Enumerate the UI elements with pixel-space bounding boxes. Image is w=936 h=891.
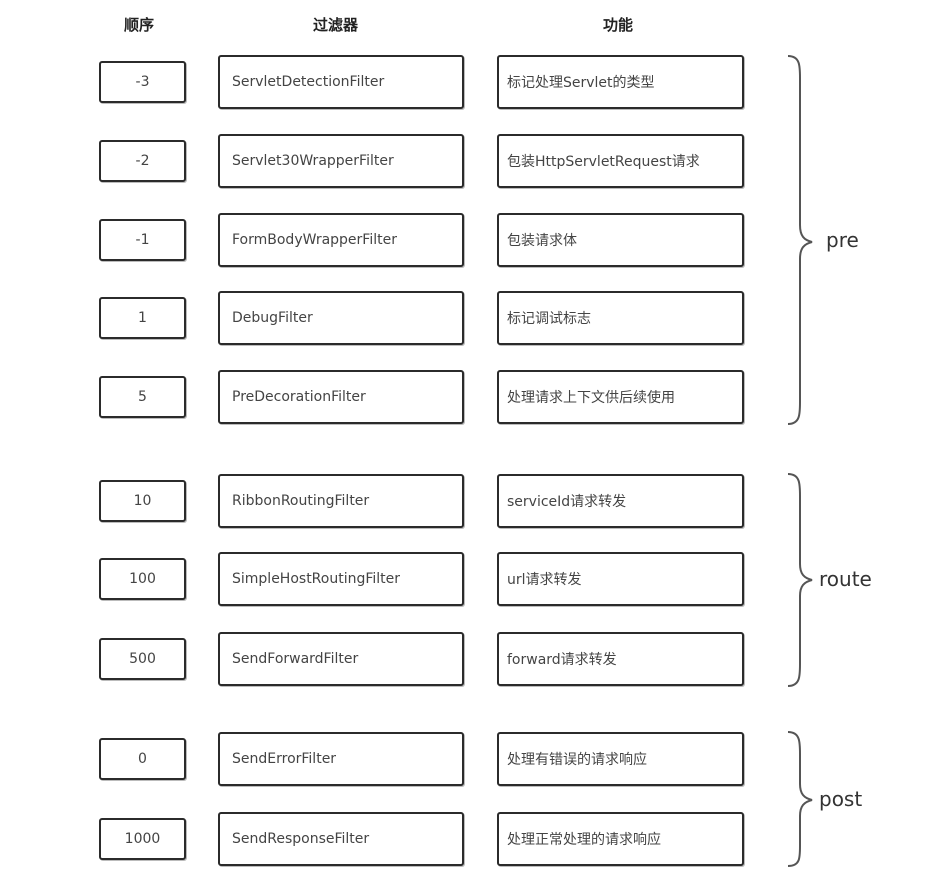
filter-box: DebugFilter: [218, 291, 464, 345]
order-box: 1000: [99, 818, 186, 860]
order-box: -1: [99, 219, 186, 261]
order-box: 10: [99, 480, 186, 522]
stage-label-post: post: [819, 787, 863, 811]
stage-label-route: route: [819, 567, 872, 591]
function-box: serviceId请求转发: [497, 474, 744, 528]
function-box: 标记调试标志: [497, 291, 744, 345]
filter-box: Servlet30WrapperFilter: [218, 134, 464, 188]
function-box: 标记处理Servlet的类型: [497, 55, 744, 109]
post-bracket: [787, 731, 813, 867]
order-box: 100: [99, 558, 186, 600]
filter-box: PreDecorationFilter: [218, 370, 464, 424]
pre-bracket: [787, 55, 813, 425]
order-box: 5: [99, 376, 186, 418]
filter-box: ServletDetectionFilter: [218, 55, 464, 109]
header-order: 顺序: [124, 16, 155, 34]
function-box: 包装HttpServletRequest请求: [497, 134, 744, 188]
filter-box: SendErrorFilter: [218, 732, 464, 786]
header-filter: 过滤器: [313, 16, 359, 34]
function-box: 处理请求上下文供后续使用: [497, 370, 744, 424]
function-box: forward请求转发: [497, 632, 744, 686]
filter-box: SimpleHostRoutingFilter: [218, 552, 464, 606]
order-box: 500: [99, 638, 186, 680]
order-box: 1: [99, 297, 186, 339]
order-box: -3: [99, 61, 186, 103]
filter-box: SendResponseFilter: [218, 812, 464, 866]
stage-label-pre: pre: [826, 228, 859, 252]
function-box: 包装请求体: [497, 213, 744, 267]
route-bracket: [787, 473, 813, 687]
function-box: 处理正常处理的请求响应: [497, 812, 744, 866]
order-box: 0: [99, 738, 186, 780]
function-box: url请求转发: [497, 552, 744, 606]
function-box: 处理有错误的请求响应: [497, 732, 744, 786]
order-box: -2: [99, 140, 186, 182]
filter-box: SendForwardFilter: [218, 632, 464, 686]
filter-box: RibbonRoutingFilter: [218, 474, 464, 528]
filter-box: FormBodyWrapperFilter: [218, 213, 464, 267]
header-function: 功能: [603, 16, 634, 34]
